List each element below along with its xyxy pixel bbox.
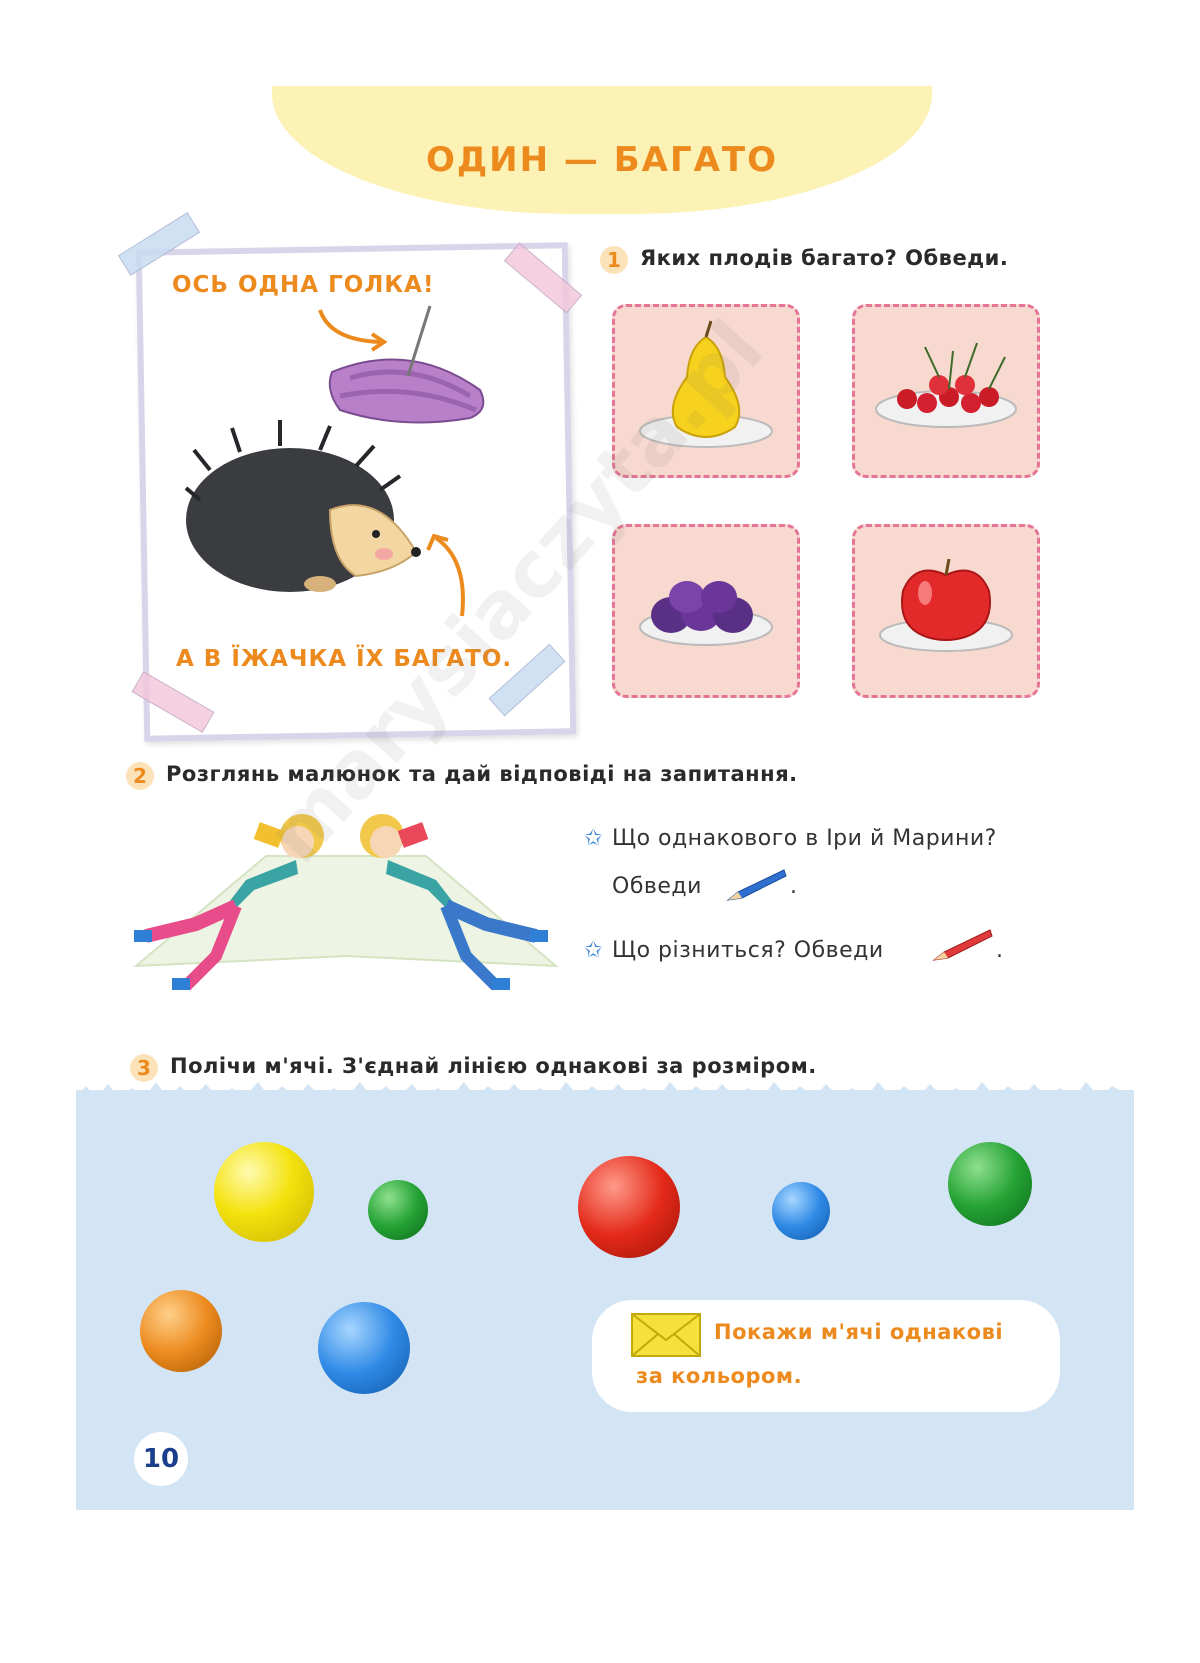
arrowhead-icon <box>426 533 449 551</box>
arrow-icon <box>318 309 381 344</box>
ball-orange-medium[interactable] <box>140 1290 222 1372</box>
grass-edge <box>76 1082 1134 1098</box>
ball-yellow-large[interactable] <box>214 1142 314 1242</box>
pillow-icon <box>328 305 485 424</box>
plums-icon <box>639 581 773 646</box>
question-2-period: . <box>996 938 1004 963</box>
hedgehog-illustration <box>184 305 485 617</box>
apple-icon <box>879 558 1013 652</box>
cherries-icon <box>875 342 1017 428</box>
fruit-card-cherries[interactable] <box>852 304 1040 478</box>
girls-illustration <box>133 814 559 991</box>
girl-maryna-figure <box>360 814 548 991</box>
question-1-line-2: Обведи <box>612 874 702 899</box>
card-caption-one-needle: ОСЬ ОДНА ГОЛКА! <box>172 272 435 298</box>
pear-icon <box>639 320 773 448</box>
question-1-line-1: Що однакового в Іри й Марини? <box>612 826 997 851</box>
envelope-icon <box>631 1313 701 1357</box>
page-number: 10 <box>134 1432 188 1486</box>
ball-green-medium[interactable] <box>948 1142 1032 1226</box>
task-number: 1 <box>600 246 628 274</box>
fruit-card-apple[interactable] <box>852 524 1040 698</box>
fruit-card-pear[interactable] <box>612 304 800 478</box>
ball-blue-large[interactable] <box>318 1302 410 1394</box>
task-number: 3 <box>130 1054 158 1082</box>
hint-line-2: за кольором. <box>636 1364 803 1388</box>
star-bullet-icon: ✩ <box>584 938 603 963</box>
hint-line-1: Покажи м'ячі однакові <box>714 1320 1004 1344</box>
question-2: Що різниться? Обведи <box>612 938 884 963</box>
arrowhead-icon <box>370 332 388 352</box>
arrow-icon <box>434 536 465 617</box>
fruit-card-plums[interactable] <box>612 524 800 698</box>
task-number: 2 <box>126 762 154 790</box>
task-1-instruction: Яких плодів багато? Обведи. <box>640 246 1009 270</box>
girl-ira-figure <box>134 814 324 991</box>
red-pencil-icon <box>932 929 993 961</box>
task-2-instruction: Розглянь малюнок та дай відповіді на зап… <box>166 762 798 786</box>
star-bullet-icon: ✩ <box>584 826 603 851</box>
hedgehog-icon <box>184 420 421 592</box>
task-3-instruction: Полічи м'ячі. З'єднай лінією однакові за… <box>170 1054 817 1078</box>
question-1-period: . <box>790 874 798 899</box>
page-title: ОДИН — БАГАТО <box>425 140 779 180</box>
blue-pencil-icon <box>726 869 787 901</box>
card-caption-many-needles: А В ЇЖАЧКА ЇХ БАГАТО. <box>176 646 513 672</box>
ball-blue-small[interactable] <box>772 1182 830 1240</box>
ball-green-small[interactable] <box>368 1180 428 1240</box>
ball-red-large[interactable] <box>578 1156 680 1258</box>
